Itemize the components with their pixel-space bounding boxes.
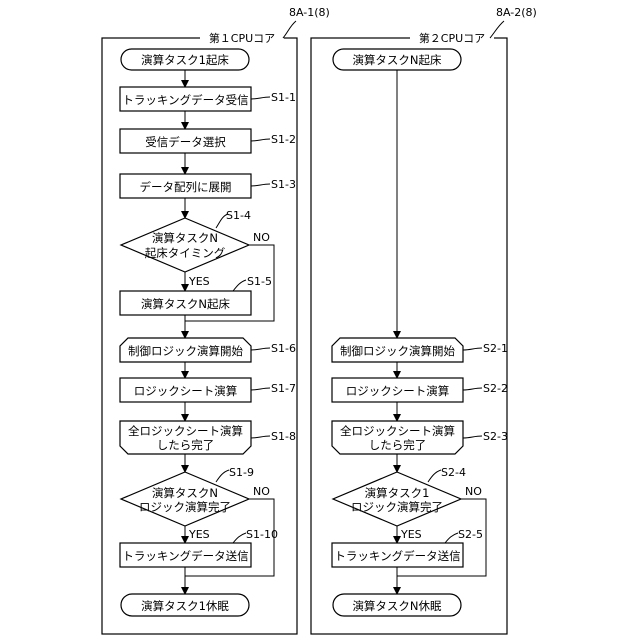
label-s2-3: S2-3 [483,430,508,443]
branch-no-s2-4: NO [465,485,482,498]
core2-label: 第２CPUコア [419,31,485,45]
svg-text:受信データ選択: 受信データ選択 [145,135,226,149]
right-end-text: 演算タスクN休眠 [352,599,442,613]
svg-text:ロジック演算完了: ロジック演算完了 [139,500,231,514]
ref-core2: 8A-2(8) [496,6,537,19]
label-s2-1: S2-1 [483,342,508,355]
svg-text:ロジックシート演算: ロジックシート演算 [346,384,450,398]
label-s2-4: S2-4 [441,466,466,479]
ref-core1: 8A-1(8) [289,6,330,19]
label-s2-2: S2-2 [483,382,508,395]
svg-text:演算タスクN: 演算タスクN [152,231,218,245]
core1-label: 第１CPUコア [209,31,275,45]
svg-text:トラッキングデータ送信: トラッキングデータ送信 [122,549,248,563]
svg-text:したら完了: したら完了 [157,438,215,452]
left-end-text: 演算タスク1休眠 [141,599,229,613]
svg-text:演算タスクN: 演算タスクN [152,486,218,500]
svg-text:ロジック演算完了: ロジック演算完了 [351,500,443,514]
branch-yes-s2-4: YES [400,528,422,541]
label-s1-1: S1-1 [271,91,296,104]
svg-text:トラッキングデータ受信: トラッキングデータ受信 [122,93,248,107]
svg-text:起床タイミング: 起床タイミング [145,246,226,260]
label-s1-6: S1-6 [271,342,296,355]
label-s1-9: S1-9 [229,466,254,479]
label-s1-4: S1-4 [226,209,251,222]
svg-text:ロジックシート演算: ロジックシート演算 [134,384,238,398]
svg-text:トラッキングデータ送信: トラッキングデータ送信 [334,549,460,563]
branch-no-s1-9: NO [253,485,270,498]
decision-s1-4 [121,218,249,272]
label-s1-7: S1-7 [271,382,296,395]
left-start-text: 演算タスク1起床 [141,53,229,67]
svg-text:演算タスクN起床: 演算タスクN起床 [141,297,231,311]
svg-text:全ロジックシート演算: 全ロジックシート演算 [128,424,243,438]
branch-no-s1-4: NO [253,231,270,244]
svg-text:全ロジックシート演算: 全ロジックシート演算 [340,424,455,438]
svg-text:したら完了: したら完了 [369,438,427,452]
label-s1-10: S1-10 [246,528,278,541]
label-s1-5: S1-5 [247,275,272,288]
label-s1-3: S1-3 [271,178,296,191]
branch-yes-s1-4: YES [188,275,210,288]
label-s1-8: S1-8 [271,430,296,443]
svg-text:制御ロジック演算開始: 制御ロジック演算開始 [128,344,243,358]
branch-yes-s1-9: YES [188,528,210,541]
svg-text:演算タスク1: 演算タスク1 [365,486,430,500]
label-s1-2: S1-2 [271,133,296,146]
svg-text:データ配列に展開: データ配列に展開 [140,180,232,194]
svg-text:制御ロジック演算開始: 制御ロジック演算開始 [340,344,455,358]
right-start-text: 演算タスクN起床 [352,53,442,67]
label-s2-5: S2-5 [458,528,483,541]
